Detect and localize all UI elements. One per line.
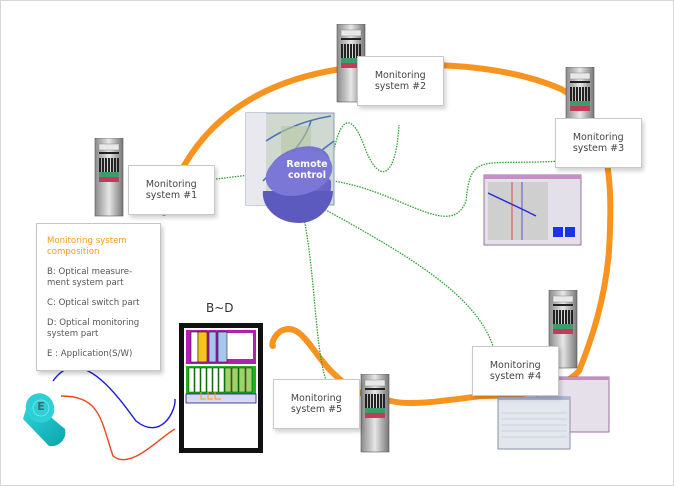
legend-item-c-line1: C: Optical switch part — [47, 298, 140, 308]
legend-item-b-line1: B: Optical measure- — [47, 267, 133, 277]
legend-item-e: E : Application(S/W) — [47, 349, 151, 360]
legend-title-line1: Monitoring system — [47, 236, 127, 246]
link-to-system-3 — [332, 160, 562, 217]
legend-title: Monitoring system composition — [47, 236, 151, 258]
system-4-line2: system #4 — [489, 371, 542, 382]
system-4-line1: Monitoring — [489, 359, 541, 371]
legend-item-d: D: Optical monitoring system part — [47, 318, 151, 340]
application-label: E — [37, 400, 45, 413]
system-1-line2: system #1 — [145, 190, 198, 201]
system-3-line1: Monitoring — [572, 131, 624, 143]
system-3-line2: system #3 — [572, 143, 625, 154]
remote-control-cylinder-icon — [262, 146, 333, 223]
legend-item-d-line1: D: Optical monitoring — [47, 318, 140, 328]
legend-title-line2: composition — [47, 247, 100, 257]
server-1-icon — [94, 138, 124, 217]
cable-blue — [52, 366, 176, 429]
system-5-line1: Monitoring — [290, 392, 342, 404]
remote-control-line1: Remote — [286, 159, 328, 170]
system-2-line2: system #2 — [374, 81, 427, 92]
composition-legend: Monitoring system composition B: Optical… — [36, 223, 161, 371]
legend-item-e-line1: E : Application(S/W) — [47, 349, 133, 359]
link-to-system-2 — [330, 122, 400, 173]
server-5-icon — [360, 374, 390, 453]
server-4-icon — [548, 290, 578, 369]
legend-item-b-line2: ment system part — [47, 278, 124, 288]
otdr-screenshot — [483, 174, 582, 246]
system-1-line1: Monitoring — [145, 178, 197, 190]
remote-control-label: Remote control — [279, 159, 335, 181]
legend-item-b: B: Optical measure- ment system part — [47, 267, 151, 289]
rack-title: B~D — [206, 301, 234, 315]
system-2-line1: Monitoring — [374, 69, 426, 81]
application-cylinder-icon — [23, 393, 66, 447]
link-to-system-4 — [312, 202, 494, 372]
legend-item-d-line2: system part — [47, 329, 99, 339]
cable-red — [60, 395, 176, 461]
remote-control-line2: control — [288, 170, 326, 181]
system-5-line2: system #5 — [290, 404, 343, 415]
legend-item-c: C: Optical switch part — [47, 298, 151, 309]
equipment-rack — [179, 323, 263, 453]
